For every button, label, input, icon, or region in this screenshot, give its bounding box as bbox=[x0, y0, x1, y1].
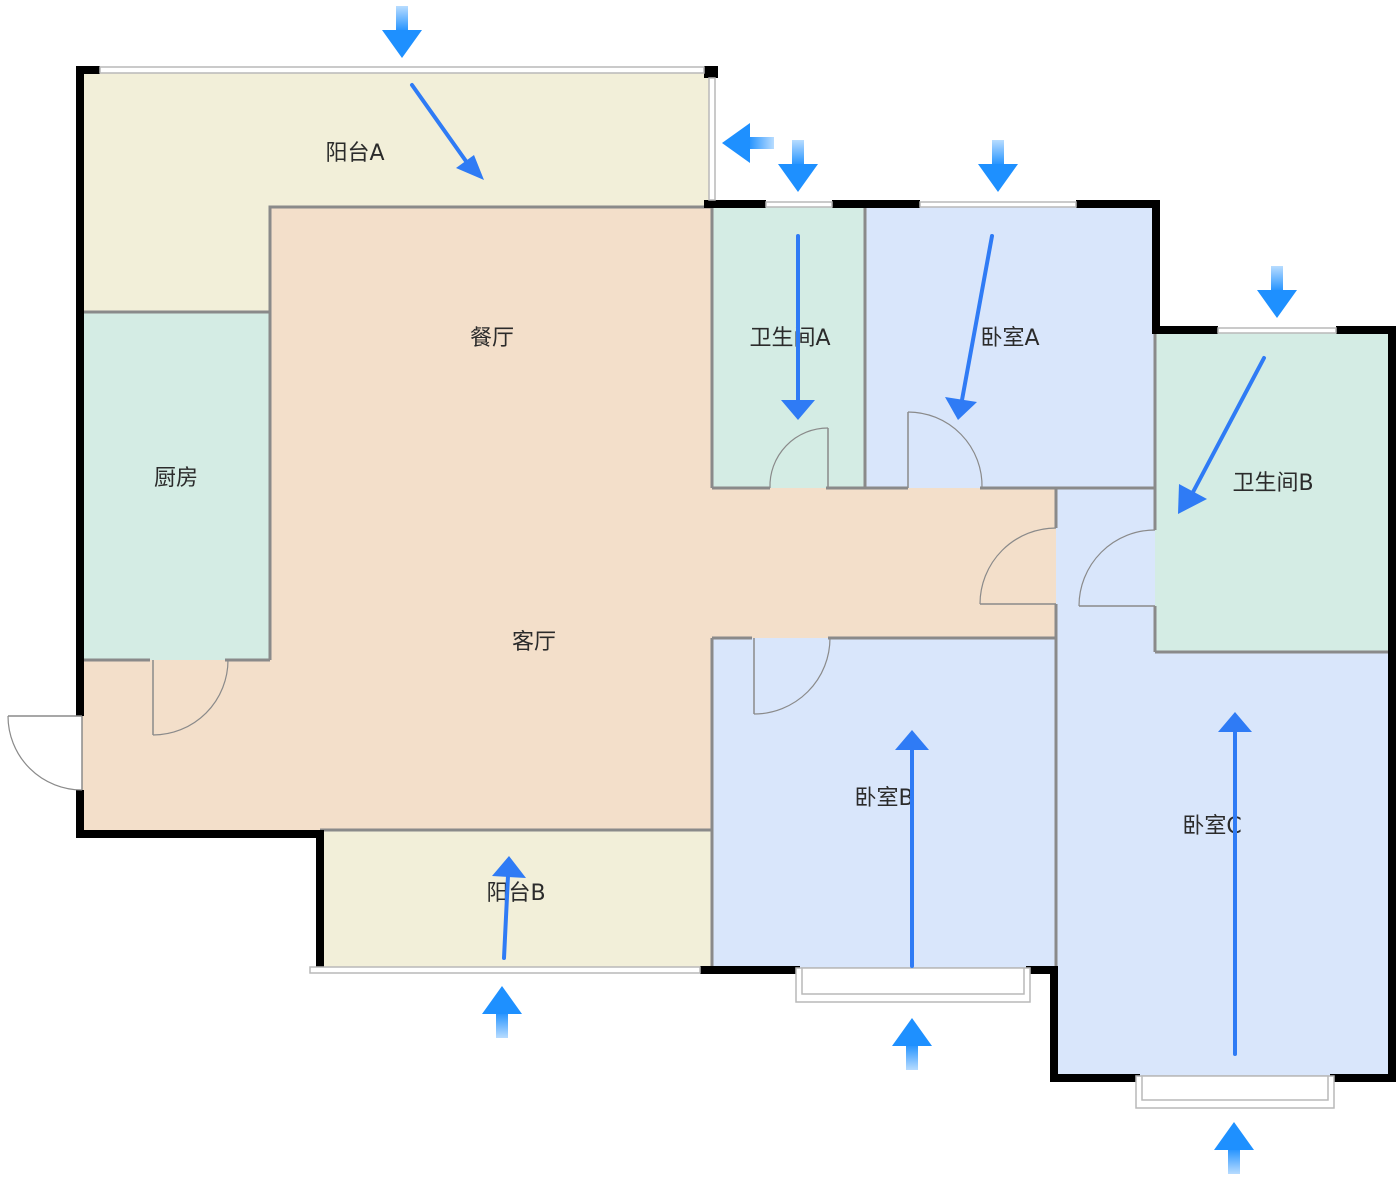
room-labels: 阳台A 餐厅 厨房 客厅 卫生间A 卧室A 卫生间B 卧室B 卧室C 阳台B bbox=[154, 141, 1314, 906]
daylight-flow-arrow-icon bbox=[1218, 712, 1252, 1056]
daylight-flow-arrow-icon bbox=[492, 856, 526, 960]
windows bbox=[99, 66, 1337, 1109]
daylight-entry-arrow-icon bbox=[1214, 1122, 1254, 1174]
room-dining-living bbox=[82, 207, 1056, 830]
room-balcony-a bbox=[82, 72, 712, 312]
daylight-flow-arrow-icon bbox=[945, 234, 994, 420]
daylight-flow-arrows bbox=[410, 83, 1266, 1056]
room-bedroom-b bbox=[712, 638, 1056, 970]
label-bedroom-b: 卧室B bbox=[854, 786, 913, 811]
label-bathroom-a: 卫生间A bbox=[749, 326, 830, 351]
label-kitchen: 厨房 bbox=[154, 466, 198, 491]
daylight-entry-arrow-icon bbox=[892, 1018, 932, 1070]
daylight-entry-arrow-icon bbox=[482, 986, 522, 1038]
window-icon bbox=[919, 201, 1077, 208]
door-swing-icon bbox=[152, 659, 229, 736]
daylight-entry-arrow-icon bbox=[722, 123, 774, 163]
room-fills bbox=[82, 72, 1390, 1078]
room-bedroom-c bbox=[1056, 488, 1390, 1078]
daylight-entry-arrows bbox=[382, 6, 1297, 1174]
window-icon bbox=[801, 967, 1025, 995]
label-balcony-a: 阳台A bbox=[325, 141, 384, 166]
partitions bbox=[82, 205, 1390, 970]
daylight-entry-arrow-icon bbox=[778, 140, 818, 192]
door-swing-icon bbox=[7, 715, 83, 791]
daylight-flow-arrow-icon bbox=[410, 83, 484, 180]
room-bedroom-a bbox=[865, 207, 1155, 488]
room-kitchen bbox=[82, 312, 270, 660]
door-swing-icon bbox=[1078, 529, 1156, 607]
label-bedroom-a: 卧室A bbox=[980, 326, 1039, 351]
window-icon bbox=[99, 66, 705, 74]
daylight-flow-arrow-icon bbox=[781, 234, 815, 420]
door-swing-icon bbox=[907, 411, 983, 489]
door-swing-icon bbox=[769, 427, 829, 489]
exterior-walls bbox=[76, 66, 1396, 1082]
label-bathroom-b: 卫生间B bbox=[1232, 471, 1313, 496]
daylight-entry-arrow-icon bbox=[1257, 266, 1297, 318]
room-balcony-b bbox=[320, 830, 712, 970]
window-icon bbox=[309, 966, 701, 974]
label-balcony-b: 阳台B bbox=[486, 881, 545, 906]
daylight-flow-arrow-icon bbox=[1178, 356, 1266, 514]
room-bathroom-a bbox=[712, 207, 865, 488]
label-living: 客厅 bbox=[512, 630, 556, 655]
room-bathroom-b bbox=[1155, 333, 1390, 652]
label-dining: 餐厅 bbox=[470, 326, 514, 351]
label-bedroom-c: 卧室C bbox=[1182, 814, 1241, 839]
window-icon bbox=[708, 77, 716, 201]
daylight-flow-arrow-icon bbox=[895, 730, 929, 968]
daylight-entry-arrow-icon bbox=[978, 140, 1018, 192]
window-icon bbox=[1141, 1075, 1329, 1101]
window-icon bbox=[765, 201, 833, 208]
door-swing-icon bbox=[753, 637, 831, 715]
doors bbox=[7, 411, 1156, 791]
window-icon bbox=[1217, 327, 1337, 334]
daylight-entry-arrow-icon bbox=[382, 6, 422, 58]
door-swing-icon bbox=[979, 527, 1057, 605]
